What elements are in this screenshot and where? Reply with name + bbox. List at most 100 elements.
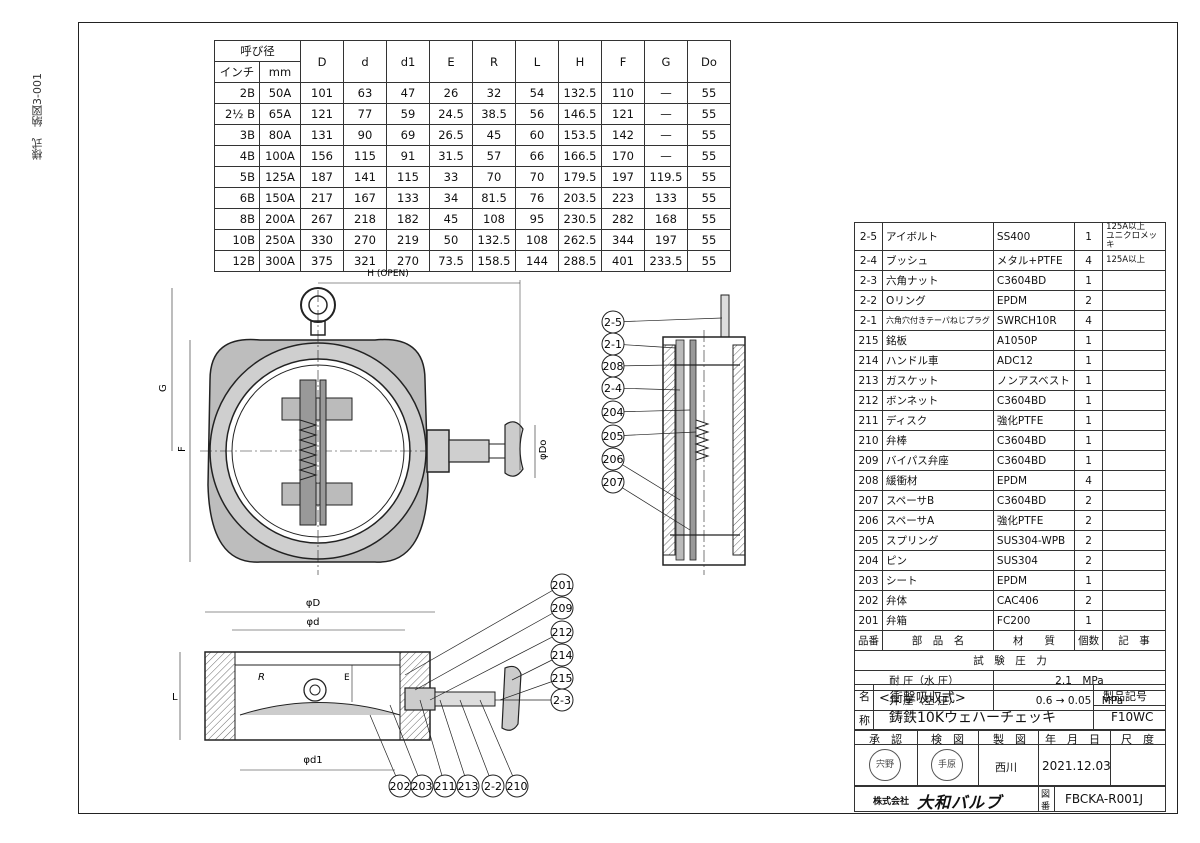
parts-cell-no: 215 [854,330,883,351]
parts-cell-name: 銘板 [882,330,994,351]
parts-header-material: 材 質 [992,630,1076,651]
parts-cell-no: 2-2 [854,290,883,311]
parts-cell-note [1102,590,1166,611]
dims-cell: 262.5 [558,229,602,251]
parts-cell-no: 207 [854,490,883,511]
parts-cell-qty: 1 [1074,270,1104,291]
parts-cell-qty: 1 [1074,370,1104,391]
label-phi-d: φd [307,617,320,628]
dims-cell: 197 [601,166,645,188]
parts-header-note: 記 事 [1102,630,1166,651]
dims-cell: 108 [472,208,516,230]
parts-cell-material: メタル+PTFE [992,250,1076,271]
parts-cell-material: 強化PTFE [992,410,1076,431]
dims-cell: 270 [386,250,430,272]
parts-cell-no: 210 [854,430,883,451]
balloon-label: 215 [552,672,573,685]
balloon-label: 212 [552,626,573,639]
section-balloon: 214 [511,643,574,681]
parts-cell-material: C3604BD [992,270,1076,291]
parts-cell-name: 六角穴付きテーパねじプラグ [882,310,994,331]
parts-cell-name: 六角ナット [882,270,994,291]
section-balloon: 213 [439,699,480,798]
parts-cell-material: EPDM [992,290,1076,311]
section-balloon: 212 [429,620,574,701]
section-balloon: 215 [499,666,574,701]
dims-cell-mm: 200A [259,208,301,230]
balloon-label: 213 [458,780,479,793]
dims-cell: 132.5 [472,229,516,251]
section-balloon: 2-2 [459,699,505,798]
dims-col-L: L [515,40,559,83]
dims-cell-mm: 80A [259,124,301,146]
parts-cell-no: 202 [854,590,883,611]
dims-cell: 55 [687,187,731,209]
balloon-label: 210 [507,780,528,793]
drawing-no-label-top: 図 [1041,790,1051,800]
parts-cell-name: スペーサA [882,510,994,531]
dims-cell: 45 [472,124,516,146]
dims-cell: 267 [300,208,344,230]
parts-cell-no: 201 [854,610,883,631]
dims-col-D: D [300,40,344,83]
parts-cell-material: SS400 [992,222,1076,251]
parts-cell-note: 125A以上 [1102,250,1166,271]
parts-cell-qty: 1 [1074,222,1104,251]
side-view [662,294,746,575]
dims-cell-inch: 6B [214,187,260,209]
label-f: F [177,446,188,452]
parts-cell-name: Oリング [882,290,994,311]
side-balloon: 208 [601,354,671,378]
parts-cell-note [1102,430,1166,451]
dims-cell-inch: 3B [214,124,260,146]
dims-cell-inch: 2½ B [214,103,260,125]
front-view [171,280,536,575]
dims-cell: 158.5 [472,250,516,272]
parts-cell-name: ハンドル車 [882,350,994,371]
parts-cell-name: バイパス弁座 [882,450,994,471]
section-balloon: 203 [389,704,434,798]
parts-cell-qty: 1 [1074,330,1104,351]
dims-col-H: H [558,40,602,83]
dims-cell: 156 [300,145,344,167]
balloon-label: 203 [412,780,433,793]
parts-cell-no: 214 [854,350,883,371]
parts-cell-qty: 2 [1074,290,1104,311]
balloon-label: 207 [603,476,624,489]
parts-cell-note [1102,310,1166,331]
side-balloon: 2-5 [601,310,723,334]
dims-cell: 146.5 [558,103,602,125]
balloon-label: 201 [552,579,573,592]
dims-cell-mm: 250A [259,229,301,251]
parts-cell-qty: 2 [1074,490,1104,511]
parts-cell-qty: 1 [1074,450,1104,471]
parts-cell-name: 弁体 [882,590,994,611]
parts-cell-name: ピン [882,550,994,571]
parts-cell-material: SWRCH10R [992,310,1076,331]
parts-cell-note [1102,470,1166,491]
approval-stamp-1: 宍野 [869,749,901,781]
parts-cell-qty: 1 [1074,570,1104,591]
parts-cell-name: ディスク [882,410,994,431]
company-block: 株式会社 大和バルブ 図 番 FBCKA-R001J [854,786,1166,812]
dims-cell: 69 [386,124,430,146]
side-balloon: 204 [601,400,691,424]
balloon-label: 2-1 [604,338,622,351]
parts-cell-qty: 4 [1074,250,1104,271]
parts-cell-qty: 2 [1074,590,1104,611]
dims-cell: 55 [687,208,731,230]
test-pressure-title: 試 験 圧 力 [854,650,1166,671]
approval-header: 承 認 [869,733,902,746]
